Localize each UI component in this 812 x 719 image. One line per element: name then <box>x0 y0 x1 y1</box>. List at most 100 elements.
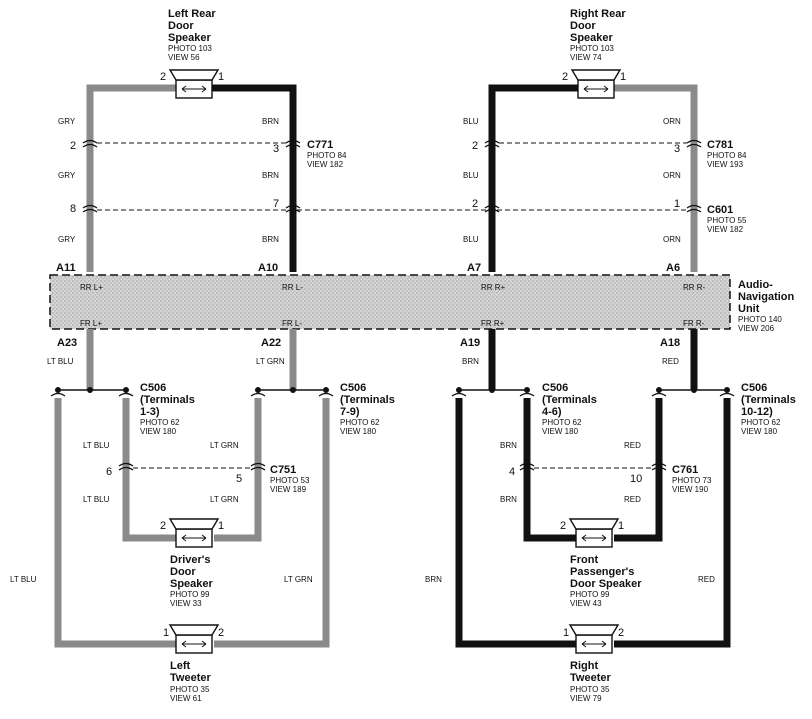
connector-c506-photo: PHOTO 62 <box>542 418 582 427</box>
unit-terminal-label: RR R+ <box>481 283 506 292</box>
dashed-connector-lines-top <box>97 142 687 211</box>
left-tweeter-label: Tweeter <box>170 672 211 684</box>
audio-unit-title: Unit <box>738 303 760 315</box>
front-passenger-speaker-view: VIEW 43 <box>570 599 602 608</box>
left-tweeter-photo: PHOTO 35 <box>170 685 210 694</box>
connector-c506-label: C506 <box>340 382 366 394</box>
pin-number: 3 <box>273 143 279 155</box>
wire-color-label: BRN <box>262 117 279 126</box>
right-tweeter-photo: PHOTO 35 <box>570 685 610 694</box>
wire-color-label: BRN <box>500 495 517 504</box>
connector-c506-label: 7-9) <box>340 406 360 418</box>
wire-color-label: BLU <box>463 117 479 126</box>
unit-terminal-label: FR R- <box>683 319 705 328</box>
wire-driver-lt-blu <box>122 398 176 542</box>
connector-c506-photo: PHOTO 62 <box>741 418 781 427</box>
pin-number: 2 <box>160 71 166 83</box>
connector-c506-photo: PHOTO 62 <box>340 418 380 427</box>
pin-number: 2 <box>562 71 568 83</box>
connector-c506-label: 4-6) <box>542 406 562 418</box>
connector-c771-view: VIEW 182 <box>307 160 344 169</box>
connector-c506-label: (Terminals <box>741 394 796 406</box>
pin-number: 2 <box>472 198 478 210</box>
wire-color-label: GRY <box>58 235 76 244</box>
driver-speaker-view: VIEW 33 <box>170 599 202 608</box>
left-rear-speaker-label: Left Rear <box>168 8 216 20</box>
pin-number: 2 <box>560 520 566 532</box>
wire-color-label: LT GRN <box>210 441 239 450</box>
pin-number: 4 <box>509 466 515 478</box>
connector-c506-view: VIEW 180 <box>741 427 778 436</box>
unit-pin-label: A22 <box>261 337 281 349</box>
connector-c781-label: C781 <box>707 139 733 151</box>
right-tweeter-label: Tweeter <box>570 672 611 684</box>
unit-terminal-label: FR L- <box>282 319 302 328</box>
connector-c506-label: (Terminals <box>340 394 395 406</box>
connector-c506-view: VIEW 180 <box>340 427 377 436</box>
driver-speaker-label: Speaker <box>170 578 214 590</box>
wire-color-label: RED <box>698 575 715 584</box>
right-tweeter-label: Right <box>570 660 598 672</box>
wire-driver-lt-grn <box>214 398 262 542</box>
pin-number: 1 <box>163 627 169 639</box>
wire-color-label: BRN <box>262 171 279 180</box>
right-tweeter-view: VIEW 79 <box>570 694 602 703</box>
speaker-icon <box>568 624 620 654</box>
audio-unit-view: VIEW 206 <box>738 324 775 333</box>
pin-number: 6 <box>106 466 112 478</box>
unit-terminal-label: FR R+ <box>481 319 505 328</box>
right-rear-speaker-label: Right Rear <box>570 8 626 20</box>
connector-c506-label: C506 <box>542 382 568 394</box>
wire-color-label: LT GRN <box>256 357 285 366</box>
left-rear-speaker-label: Speaker <box>168 32 212 44</box>
wire-color-label: ORN <box>663 235 681 244</box>
unit-terminal-label: FR L+ <box>80 319 102 328</box>
connector-c781-photo: PHOTO 84 <box>707 151 747 160</box>
pin-number: 1 <box>218 71 224 83</box>
connector-c761-photo: PHOTO 73 <box>672 476 712 485</box>
connector-c781-view: VIEW 193 <box>707 160 744 169</box>
unit-pin-label: A11 <box>56 262 76 274</box>
unit-pin-label: A19 <box>460 337 480 349</box>
wire-color-label: RED <box>624 441 641 450</box>
pin-number: 1 <box>674 198 680 210</box>
connector-c506-label: (Terminals <box>140 394 195 406</box>
right-rear-speaker-label: Door <box>570 20 596 32</box>
wire-color-label: GRY <box>58 171 76 180</box>
wire-left-rear-brn <box>212 84 297 272</box>
wire-color-label: GRY <box>58 117 76 126</box>
unit-pin-label: A7 <box>467 262 481 274</box>
right-rear-speaker-photo: PHOTO 103 <box>570 44 614 53</box>
wire-color-label: RED <box>624 495 641 504</box>
wire-front-pass-brn <box>523 398 576 542</box>
wire-left-rear-gry <box>86 84 178 272</box>
connector-c506-label: C506 <box>741 382 767 394</box>
connector-c751-label: C751 <box>270 464 296 476</box>
left-rear-speaker-photo: PHOTO 103 <box>168 44 212 53</box>
connector-c506-label: (Terminals <box>542 394 597 406</box>
wire-right-rear-blu <box>488 84 580 272</box>
wire-color-label: BLU <box>463 235 479 244</box>
pin-number: 1 <box>620 71 626 83</box>
connector-c751-photo: PHOTO 53 <box>270 476 310 485</box>
wire-color-label: RED <box>662 357 679 366</box>
unit-pin-label: A10 <box>258 262 278 274</box>
audio-navigation-unit <box>49 274 731 330</box>
front-passenger-speaker-label: Front <box>570 554 598 566</box>
connector-c506-label: 10-12) <box>741 406 773 418</box>
unit-terminal-label: RR R- <box>683 283 706 292</box>
pin-number: 1 <box>618 520 624 532</box>
speaker-icon <box>168 624 220 654</box>
wire-color-label: LT BLU <box>83 495 110 504</box>
wire-color-label: LT GRN <box>284 575 313 584</box>
wire-color-label: ORN <box>663 117 681 126</box>
driver-speaker-label: Door <box>170 566 196 578</box>
connector-c506-label: C506 <box>140 382 166 394</box>
wire-left-tweeter-lt-grn <box>214 398 330 648</box>
pin-number: 1 <box>563 627 569 639</box>
driver-speaker-photo: PHOTO 99 <box>170 590 210 599</box>
pin-number: 1 <box>218 520 224 532</box>
right-rear-speaker-view: VIEW 74 <box>570 53 602 62</box>
wire-right-rear-orn <box>614 84 698 272</box>
